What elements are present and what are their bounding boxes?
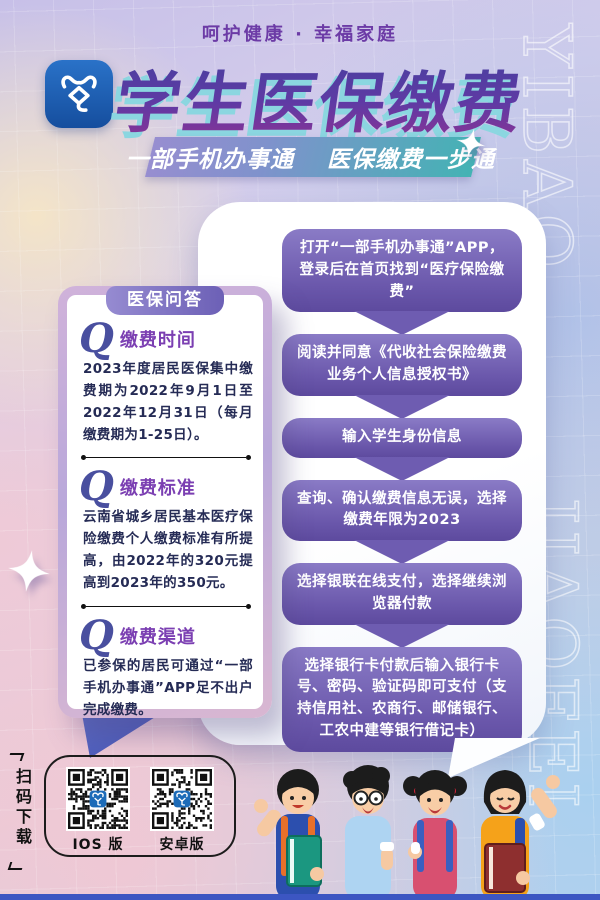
qa-section-3-header: Q 缴费渠道	[79, 611, 253, 659]
bracket-mark	[7, 862, 25, 870]
qa-section-2-body: 云南省城乡居民基本医疗保险缴费个人缴费标准有所提高，由2022年的320元提高到…	[83, 509, 253, 592]
qa-speech-bubble: 医保问答 Q 缴费时间 2023年度居民医保集中缴费期为2022年9月1日至20…	[58, 286, 272, 718]
children-illustration	[253, 756, 565, 900]
download-panel: IOS 版 安卓版	[44, 755, 236, 857]
qa-section-2-title: 缴费标准	[119, 478, 196, 500]
kid-boy-blue	[254, 769, 324, 900]
qr-item-ios: IOS 版	[66, 767, 130, 854]
tagline: 呵护健康 · 幸福家庭	[201, 24, 399, 45]
qa-section-3-title: 缴费渠道	[119, 626, 196, 648]
qr-label-ios: IOS 版	[72, 837, 124, 853]
qr-label-android: 安卓版	[159, 837, 205, 853]
bottom-accent-strip	[0, 894, 600, 900]
kid-girl-orange	[481, 770, 560, 900]
flow-step-2: 阅读并同意《代收社会保险缴费业务个人信息授权书》	[282, 334, 522, 396]
subtitle-banner-text: 一部手机办事通 医保缴费一步通	[124, 147, 501, 173]
arrow-down-icon	[354, 456, 450, 481]
qa-bubble-tail	[82, 714, 160, 758]
flowchart: 打开“一部手机办事通”APP，登录后在首页找到“医疗保险缴费” 阅读并同意《代收…	[282, 229, 522, 752]
flow-step-1: 打开“一部手机办事通”APP，登录后在首页找到“医疗保险缴费”	[282, 229, 522, 313]
arrow-down-icon	[354, 311, 450, 336]
divider	[81, 455, 251, 461]
question-q-icon: Q	[79, 611, 114, 659]
qa-section-3-body: 已参保的居民可通过“一部手机办事通”APP足不出户完成缴费。	[83, 657, 253, 718]
question-q-icon: Q	[79, 463, 114, 511]
sparkle-icon	[5, 547, 52, 594]
flow-step-5: 选择银联在线支付，选择继续浏览器付款	[282, 563, 522, 625]
qa-tab: 医保问答	[106, 286, 224, 315]
arrow-down-icon	[354, 540, 450, 564]
qa-section-2-header: Q 缴费标准	[79, 463, 253, 511]
flow-step-4: 查询、确认缴费信息无误，选择缴费年限为2023	[282, 479, 522, 541]
qr-code-ios	[66, 767, 130, 831]
sparkle-icon	[453, 125, 489, 161]
qa-section-1-body: 2023年度居民医保集中缴费期为2022年9月1日至2022年12月31日（每月…	[83, 361, 253, 443]
banshitong-app-logo-icon	[45, 60, 113, 128]
subtitle-banner: 一部手机办事通 医保缴费一步通	[125, 137, 500, 177]
divider	[81, 603, 251, 609]
qr-code-android	[150, 767, 214, 831]
bracket-mark	[7, 753, 25, 761]
kid-boy-glasses	[343, 765, 394, 900]
qa-section-1-title: 缴费时间	[119, 330, 196, 351]
arrow-down-icon	[354, 394, 450, 419]
flow-step-3: 输入学生身份信息	[282, 417, 522, 458]
flow-step-6: 选择银行卡付款后输入银行卡号、密码、验证码即可支付（支持信用社、农商行、邮储银行…	[282, 646, 522, 752]
page-title: 学生医保缴费 学生医保缴费	[104, 50, 582, 148]
arrow-down-icon	[354, 623, 450, 648]
scan-download-label: 扫码下载	[13, 768, 32, 848]
qr-item-android: 安卓版	[150, 767, 214, 854]
qa-section-1-header: Q 缴费时间	[79, 315, 253, 362]
flow-bubble-tail	[448, 738, 540, 778]
kid-girl-pigtails	[403, 770, 467, 900]
question-q-icon: Q	[79, 315, 114, 362]
